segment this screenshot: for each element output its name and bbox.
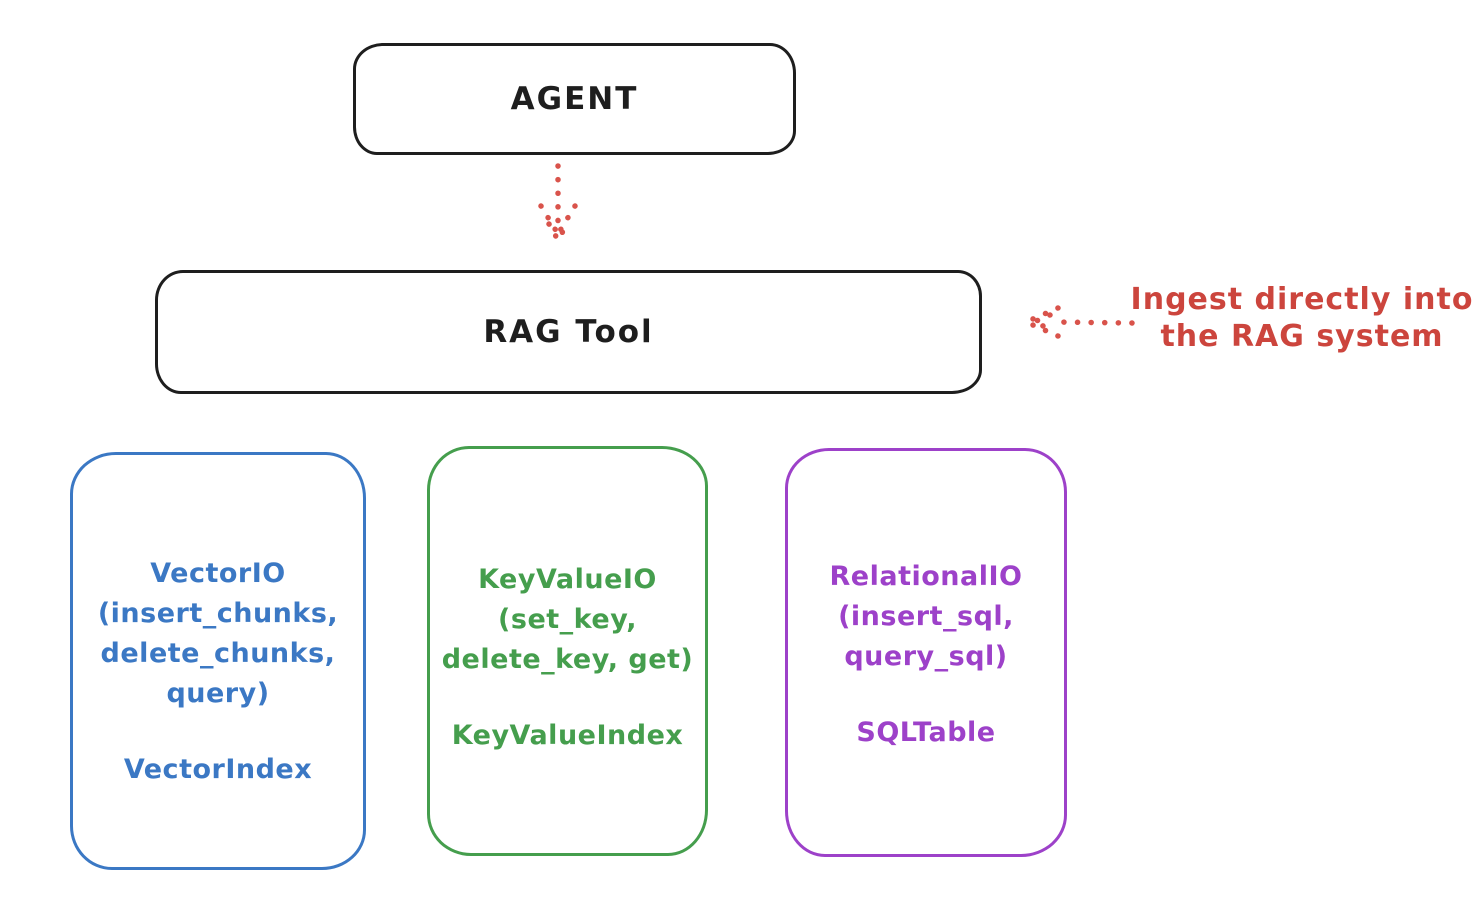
vector-io-params-line2: delete_chunks, bbox=[100, 638, 336, 669]
agent-node: AGENT bbox=[353, 43, 796, 155]
sql-table-label: SQLTable bbox=[856, 717, 996, 748]
keyvalue-io-params-line2: delete_key, get) bbox=[441, 644, 694, 675]
vector-io-title: VectorIO bbox=[150, 558, 286, 589]
ingest-annotation: Ingest directly into the RAG system bbox=[1128, 281, 1476, 355]
vector-io-box: VectorIO (insert_chunks, delete_chunks, … bbox=[70, 452, 366, 870]
ingest-arrow-icon bbox=[1023, 305, 1135, 339]
vector-io-params-line3: query) bbox=[166, 678, 270, 709]
ingest-annotation-line2: the RAG system bbox=[1160, 319, 1444, 354]
vector-index-label: VectorIndex bbox=[123, 754, 313, 785]
relational-io-title: RelationalIO bbox=[829, 561, 1023, 592]
relational-io-box: RelationalIO (insert_sql, query_sql) SQL… bbox=[785, 448, 1067, 857]
vector-io-params-line1: (insert_chunks, bbox=[97, 598, 339, 629]
relational-io-params-line2: query_sql) bbox=[844, 641, 1008, 672]
keyvalue-io-title: KeyValueIO bbox=[478, 564, 657, 595]
relational-io-params-line1: (insert_sql, bbox=[838, 601, 1014, 632]
agent-label: AGENT bbox=[510, 81, 639, 117]
keyvalue-index-label: KeyValueIndex bbox=[451, 720, 684, 751]
agent-to-ragtool-arrow-icon bbox=[538, 163, 578, 246]
keyvalue-io-box: KeyValueIO (set_key, delete_key, get) Ke… bbox=[427, 446, 708, 856]
rag-tool-label: RAG Tool bbox=[483, 314, 654, 350]
rag-tool-node: RAG Tool bbox=[155, 270, 982, 394]
ingest-annotation-line1: Ingest directly into bbox=[1130, 282, 1474, 317]
keyvalue-io-params-line1: (set_key, bbox=[498, 604, 637, 635]
